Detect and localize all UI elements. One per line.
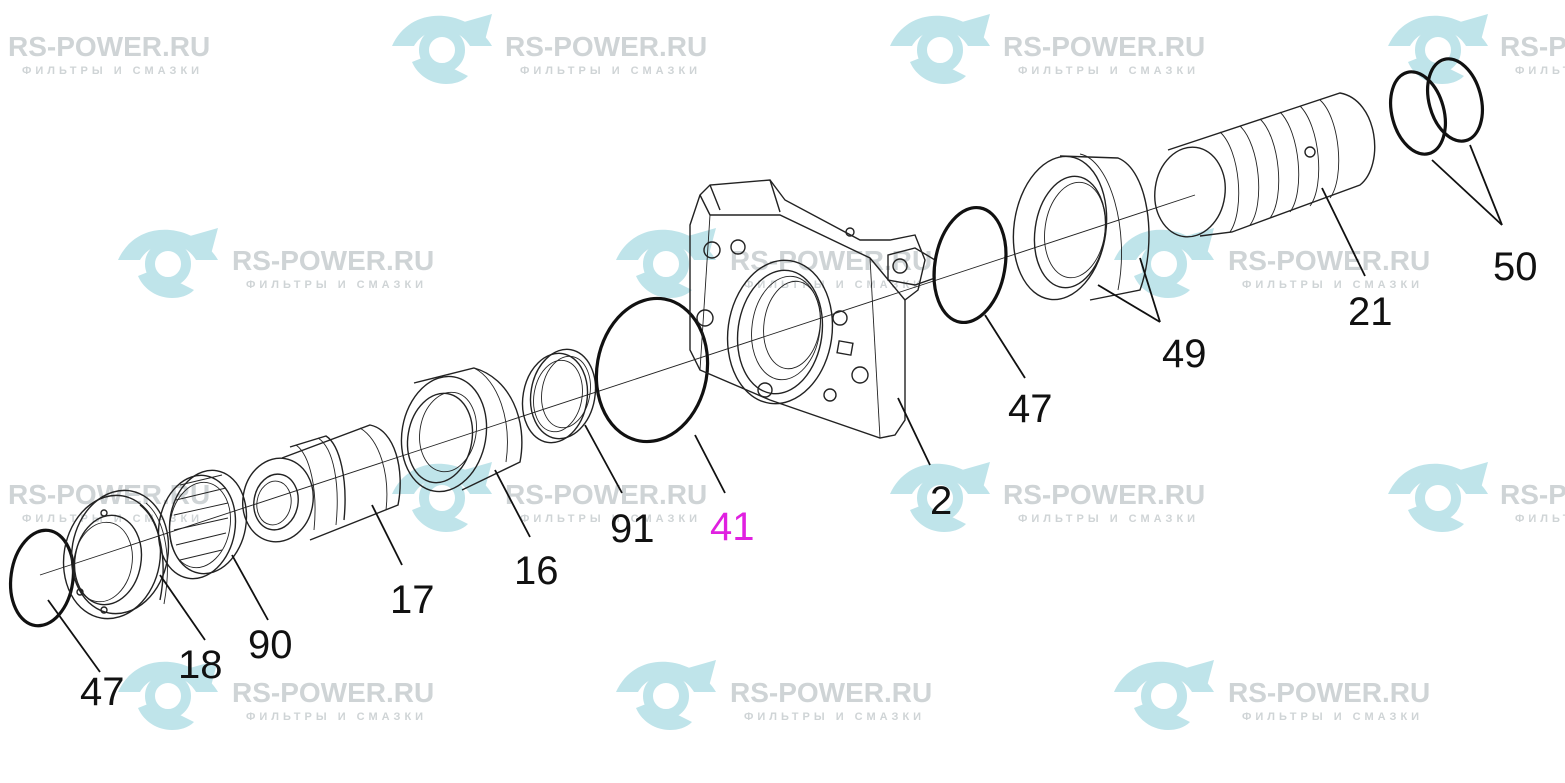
watermark-12: RS-POWER.RU ФИЛЬТРЫ И СМАЗКИ (118, 660, 434, 730)
leader-18 (159, 574, 206, 641)
watermark-brand: RS-POWER.RU (232, 245, 434, 276)
part-18-flange (62, 489, 170, 620)
callout-90: 90 (248, 623, 293, 667)
part-16-bushing (400, 367, 523, 493)
callout-49: 49 (1162, 332, 1207, 376)
leader-49-b (1139, 257, 1161, 323)
watermark-tagline: ФИЛЬТРЫ И СМАЗКИ (520, 65, 701, 77)
callout-41: 41 (710, 505, 755, 549)
callout-18: 18 (178, 643, 223, 687)
watermark-11: RS-POWER.RU ФИЛЬТРЫ И СМАЗКИ (1388, 462, 1565, 532)
part-17-sleeve (242, 424, 401, 543)
watermark-brand: RS-POWER.RU (1003, 31, 1205, 62)
center-axis (39, 194, 1196, 576)
callout-50: 50 (1493, 245, 1538, 289)
watermark-brand: RS-POWER.RU (1003, 479, 1205, 510)
watermark-tagline: ФИЛЬТРЫ И СМАЗКИ (246, 279, 427, 291)
leader-2 (897, 397, 931, 466)
watermark-tagline: ФИЛЬТРЫ И СМАЗКИ (1018, 65, 1199, 77)
rs-power-logo-icon (1114, 660, 1214, 730)
leader-17 (371, 504, 403, 566)
part-90-threaded-ring (157, 469, 248, 580)
watermark-5: RS-POWER.RU ФИЛЬТРЫ И СМАЗКИ (118, 228, 434, 298)
watermark-tagline: ФИЛЬТРЫ И СМАЗКИ (1515, 513, 1565, 525)
watermark-10: RS-POWER.RU ФИЛЬТРЫ И СМАЗКИ (890, 462, 1205, 532)
leader-16 (494, 469, 531, 538)
watermark-brand: RS-POWER.RU (8, 31, 210, 62)
leader-21 (1321, 187, 1366, 277)
watermark-layer: RS-POWER.RU ФИЛЬТРЫ И СМАЗКИ RS-POWER.RU… (8, 14, 1565, 730)
watermark-1: RS-POWER.RU ФИЛЬТРЫ И СМАЗКИ (8, 31, 210, 77)
callout-2: 2 (930, 479, 952, 523)
leader-lines (47, 144, 1503, 673)
callout-47-left: 47 (80, 670, 125, 714)
watermark-brand: RS-POWER.RU (1228, 677, 1430, 708)
part-47-left-oring (8, 528, 76, 628)
watermark-tagline: ФИЛЬТРЫ И СМАЗКИ (744, 279, 925, 291)
watermark-brand: RS-POWER.RU (1228, 245, 1430, 276)
leader-49-a (1097, 284, 1161, 323)
part-41-oring (594, 296, 710, 444)
watermark-tagline: ФИЛЬТРЫ И СМАЗКИ (744, 711, 925, 723)
part-47-right-oring (932, 205, 1008, 325)
watermark-brand: RS-POWER.RU (730, 245, 932, 276)
watermark-brand: RS-POWER.RU (8, 479, 210, 510)
leader-41 (694, 434, 726, 494)
leader-91 (584, 424, 623, 494)
watermark-7: RS-POWER.RU ФИЛЬТРЫ И СМАЗКИ (1114, 228, 1430, 298)
callout-16: 16 (514, 549, 559, 593)
watermark-brand: RS-POWER.RU (1500, 31, 1565, 62)
callout-47-right: 47 (1008, 387, 1053, 431)
rs-power-logo-icon (890, 14, 990, 84)
watermark-brand: RS-POWER.RU (232, 677, 434, 708)
part-50-orings (1389, 57, 1484, 156)
watermark-tagline: ФИЛЬТРЫ И СМАЗКИ (1242, 711, 1423, 723)
watermark-brand: RS-POWER.RU (505, 31, 707, 62)
rs-power-logo-icon (1388, 462, 1488, 532)
callout-91: 91 (610, 507, 655, 551)
part-91-seal-ring (521, 348, 597, 444)
rs-power-logo-icon (392, 14, 492, 84)
rs-power-logo-icon (1114, 228, 1214, 298)
rs-power-logo-icon (392, 462, 492, 532)
axis-line (39, 194, 1196, 576)
watermark-8: RS-POWER.RU ФИЛЬТРЫ И СМАЗКИ (8, 479, 210, 525)
leader-50-a (1431, 159, 1503, 226)
callout-17: 17 (390, 578, 435, 622)
leader-47-right (984, 314, 1026, 379)
part-21-threaded-shaft (1154, 92, 1376, 238)
rs-power-logo-icon (118, 228, 218, 298)
callout-labels: 47 18 90 17 16 91 41 2 47 49 21 50 (80, 245, 1538, 714)
watermark-tagline: ФИЛЬТРЫ И СМАЗКИ (1515, 65, 1565, 77)
leader-47-left (47, 599, 101, 673)
watermark-tagline: ФИЛЬТРЫ И СМАЗКИ (246, 711, 427, 723)
watermark-14: RS-POWER.RU ФИЛЬТРЫ И СМАЗКИ (1114, 660, 1430, 730)
callout-21: 21 (1348, 290, 1393, 334)
watermark-tagline: ФИЛЬТРЫ И СМАЗКИ (1242, 279, 1423, 291)
rs-power-logo-icon (616, 228, 716, 298)
watermark-6: RS-POWER.RU ФИЛЬТРЫ И СМАЗКИ (616, 228, 932, 298)
rs-power-logo-icon (616, 660, 716, 730)
watermark-brand: RS-POWER.RU (730, 677, 932, 708)
watermark-2: RS-POWER.RU ФИЛЬТРЫ И СМАЗКИ (392, 14, 707, 84)
watermark-tagline: ФИЛЬТРЫ И СМАЗКИ (22, 65, 203, 77)
watermark-tagline: ФИЛЬТРЫ И СМАЗКИ (1018, 513, 1199, 525)
leader-90 (231, 554, 269, 621)
watermark-9: RS-POWER.RU ФИЛЬТРЫ И СМАЗКИ (392, 462, 707, 532)
part-2-housing (689, 179, 936, 439)
watermark-brand: RS-POWER.RU (1500, 479, 1565, 510)
watermark-tagline: ФИЛЬТРЫ И СМАЗКИ (520, 513, 701, 525)
leader-50-b (1469, 144, 1503, 226)
part-49-collar (1012, 153, 1150, 301)
watermark-13: RS-POWER.RU ФИЛЬТРЫ И СМАЗКИ (616, 660, 932, 730)
watermark-brand: RS-POWER.RU (505, 479, 707, 510)
watermark-4: RS-POWER.RU ФИЛЬТРЫ И СМАЗКИ (1388, 14, 1565, 84)
watermark-3: RS-POWER.RU ФИЛЬТРЫ И СМАЗКИ (890, 14, 1205, 84)
